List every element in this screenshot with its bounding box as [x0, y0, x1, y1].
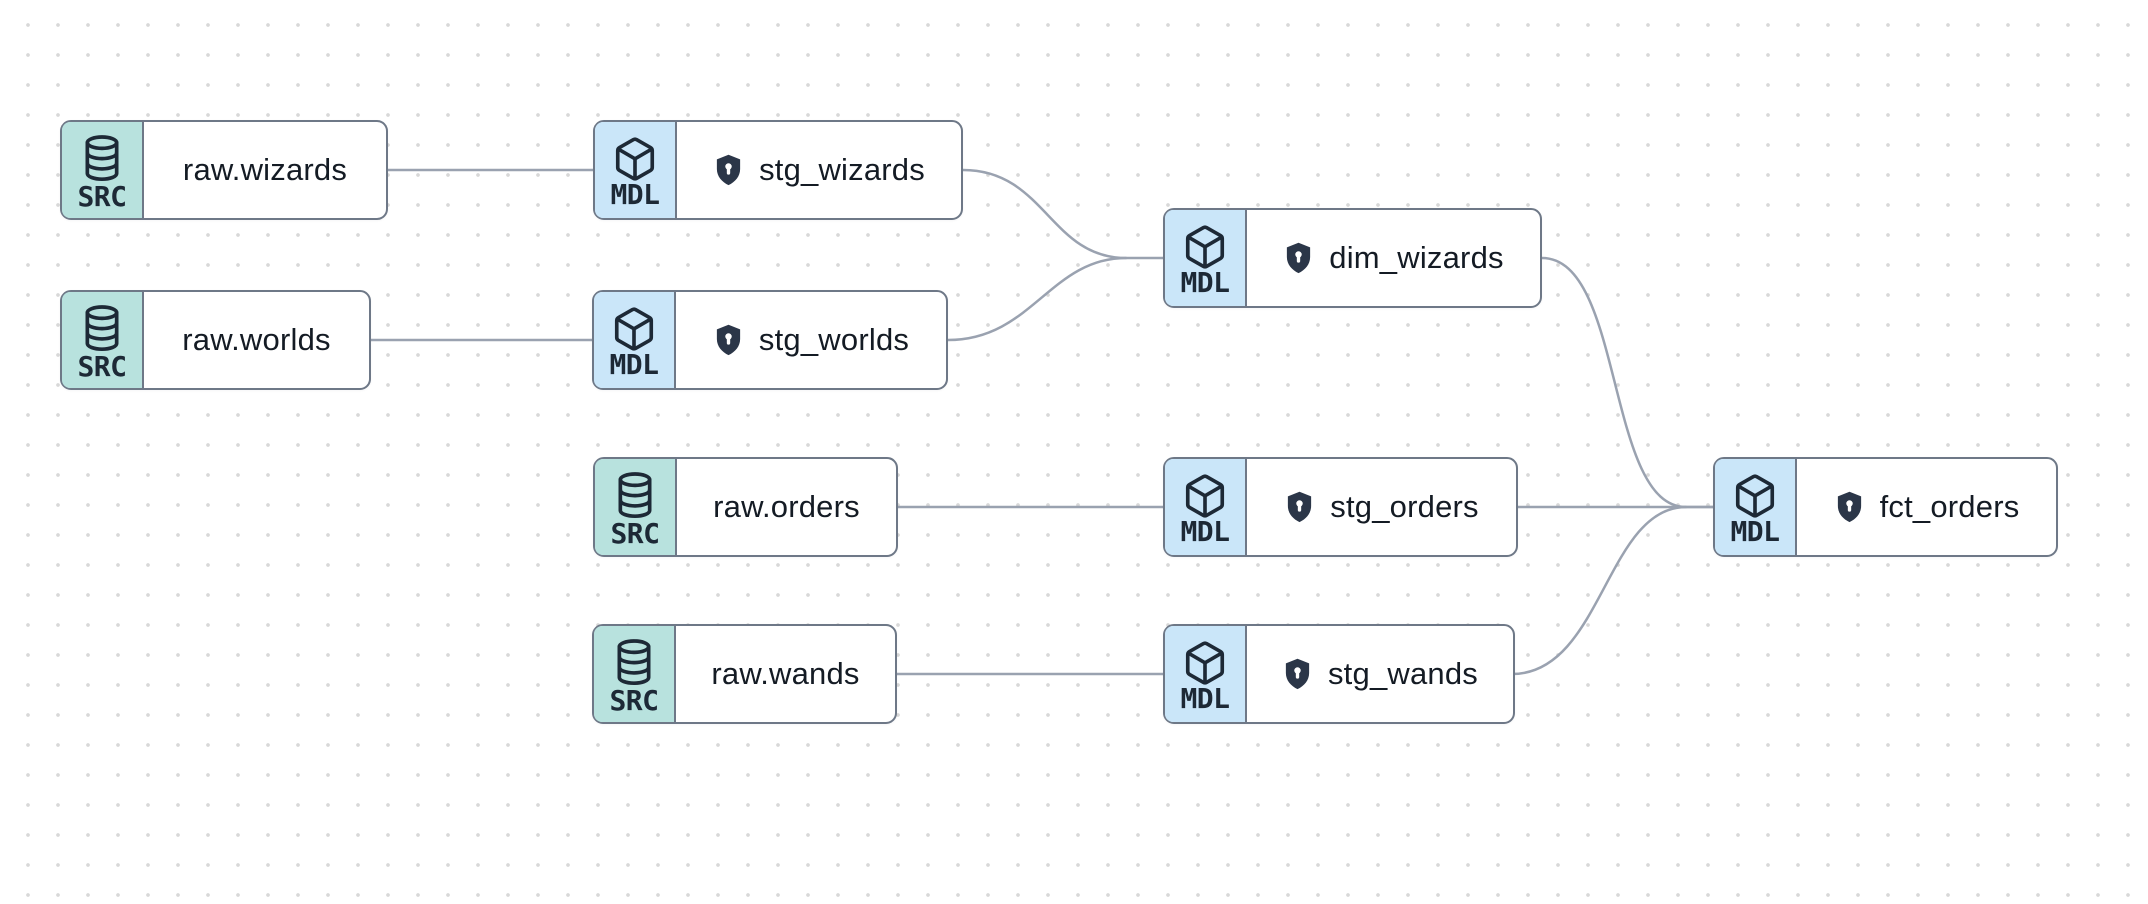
- edge-stg_wizards-dim_wizards: [961, 168, 1165, 260]
- cube-icon: [614, 306, 654, 351]
- node-stg-wands[interactable]: MDL stg_wands: [1163, 624, 1515, 724]
- model-badge: MDL: [595, 122, 677, 218]
- model-badge: MDL: [1165, 626, 1247, 722]
- node-label: raw.wands: [711, 656, 860, 691]
- badge-label: MDL: [1180, 681, 1230, 715]
- node-raw-wizards[interactable]: SRC raw.wizards: [60, 120, 388, 220]
- model-badge: MDL: [1165, 459, 1247, 555]
- database-icon: [618, 471, 652, 518]
- badge-label: MDL: [1730, 514, 1780, 548]
- shield-lock-icon: [1287, 242, 1311, 274]
- node-label: raw.wizards: [182, 152, 348, 187]
- shield-lock-icon: [1837, 491, 1861, 523]
- database-icon: [85, 134, 119, 181]
- node-stg-worlds[interactable]: MDL stg_worlds: [592, 290, 948, 390]
- model-badge: MDL: [1715, 459, 1797, 555]
- cube-icon: [1735, 473, 1775, 518]
- cube-icon: [1185, 640, 1225, 685]
- shield-lock-icon: [716, 154, 741, 186]
- node-label: raw.orders: [713, 489, 860, 524]
- node-label: stg_wizards: [759, 152, 925, 187]
- cube-icon: [1185, 473, 1225, 518]
- badge-label: MDL: [609, 347, 659, 381]
- node-dim-wizards[interactable]: MDL dim_wizards: [1163, 208, 1542, 308]
- badge-label: MDL: [1180, 514, 1230, 548]
- badge-label: MDL: [1180, 265, 1230, 299]
- cube-icon: [1185, 224, 1225, 269]
- node-label: stg_wands: [1327, 656, 1478, 691]
- edge-stg_worlds-dim_wizards: [946, 256, 1128, 342]
- source-badge: SRC: [595, 459, 677, 555]
- database-icon: [617, 638, 651, 685]
- badge-label: SRC: [77, 179, 127, 213]
- node-label: stg_worlds: [758, 322, 910, 357]
- node-fct-orders[interactable]: MDL fct_orders: [1713, 457, 2058, 557]
- shield-lock-icon: [1288, 491, 1312, 523]
- cube-icon: [615, 136, 655, 181]
- node-raw-worlds[interactable]: SRC raw.worlds: [60, 290, 371, 390]
- node-label: fct_orders: [1879, 489, 2020, 524]
- node-stg-wizards[interactable]: MDL stg_wizards: [593, 120, 963, 220]
- node-raw-orders[interactable]: SRC raw.orders: [593, 457, 898, 557]
- model-badge: MDL: [1165, 210, 1247, 306]
- node-label: stg_orders: [1330, 489, 1479, 524]
- node-label: dim_wizards: [1329, 240, 1504, 275]
- source-badge: SRC: [62, 122, 144, 218]
- node-raw-wands[interactable]: SRC raw.wands: [592, 624, 897, 724]
- shield-lock-icon: [716, 324, 741, 356]
- model-badge: MDL: [594, 292, 676, 388]
- shield-lock-icon: [1285, 658, 1310, 690]
- node-label: raw.worlds: [182, 322, 331, 357]
- database-icon: [85, 304, 119, 351]
- edge-dim_wizards-fct_orders: [1540, 256, 1715, 509]
- source-badge: SRC: [62, 292, 144, 388]
- source-badge: SRC: [594, 626, 676, 722]
- node-stg-orders[interactable]: MDL stg_orders: [1163, 457, 1518, 557]
- edge-stg_wands-fct_orders: [1510, 505, 1688, 676]
- badge-label: MDL: [610, 177, 660, 211]
- badge-label: SRC: [610, 516, 660, 550]
- badge-label: SRC: [77, 349, 127, 383]
- badge-label: SRC: [609, 683, 659, 717]
